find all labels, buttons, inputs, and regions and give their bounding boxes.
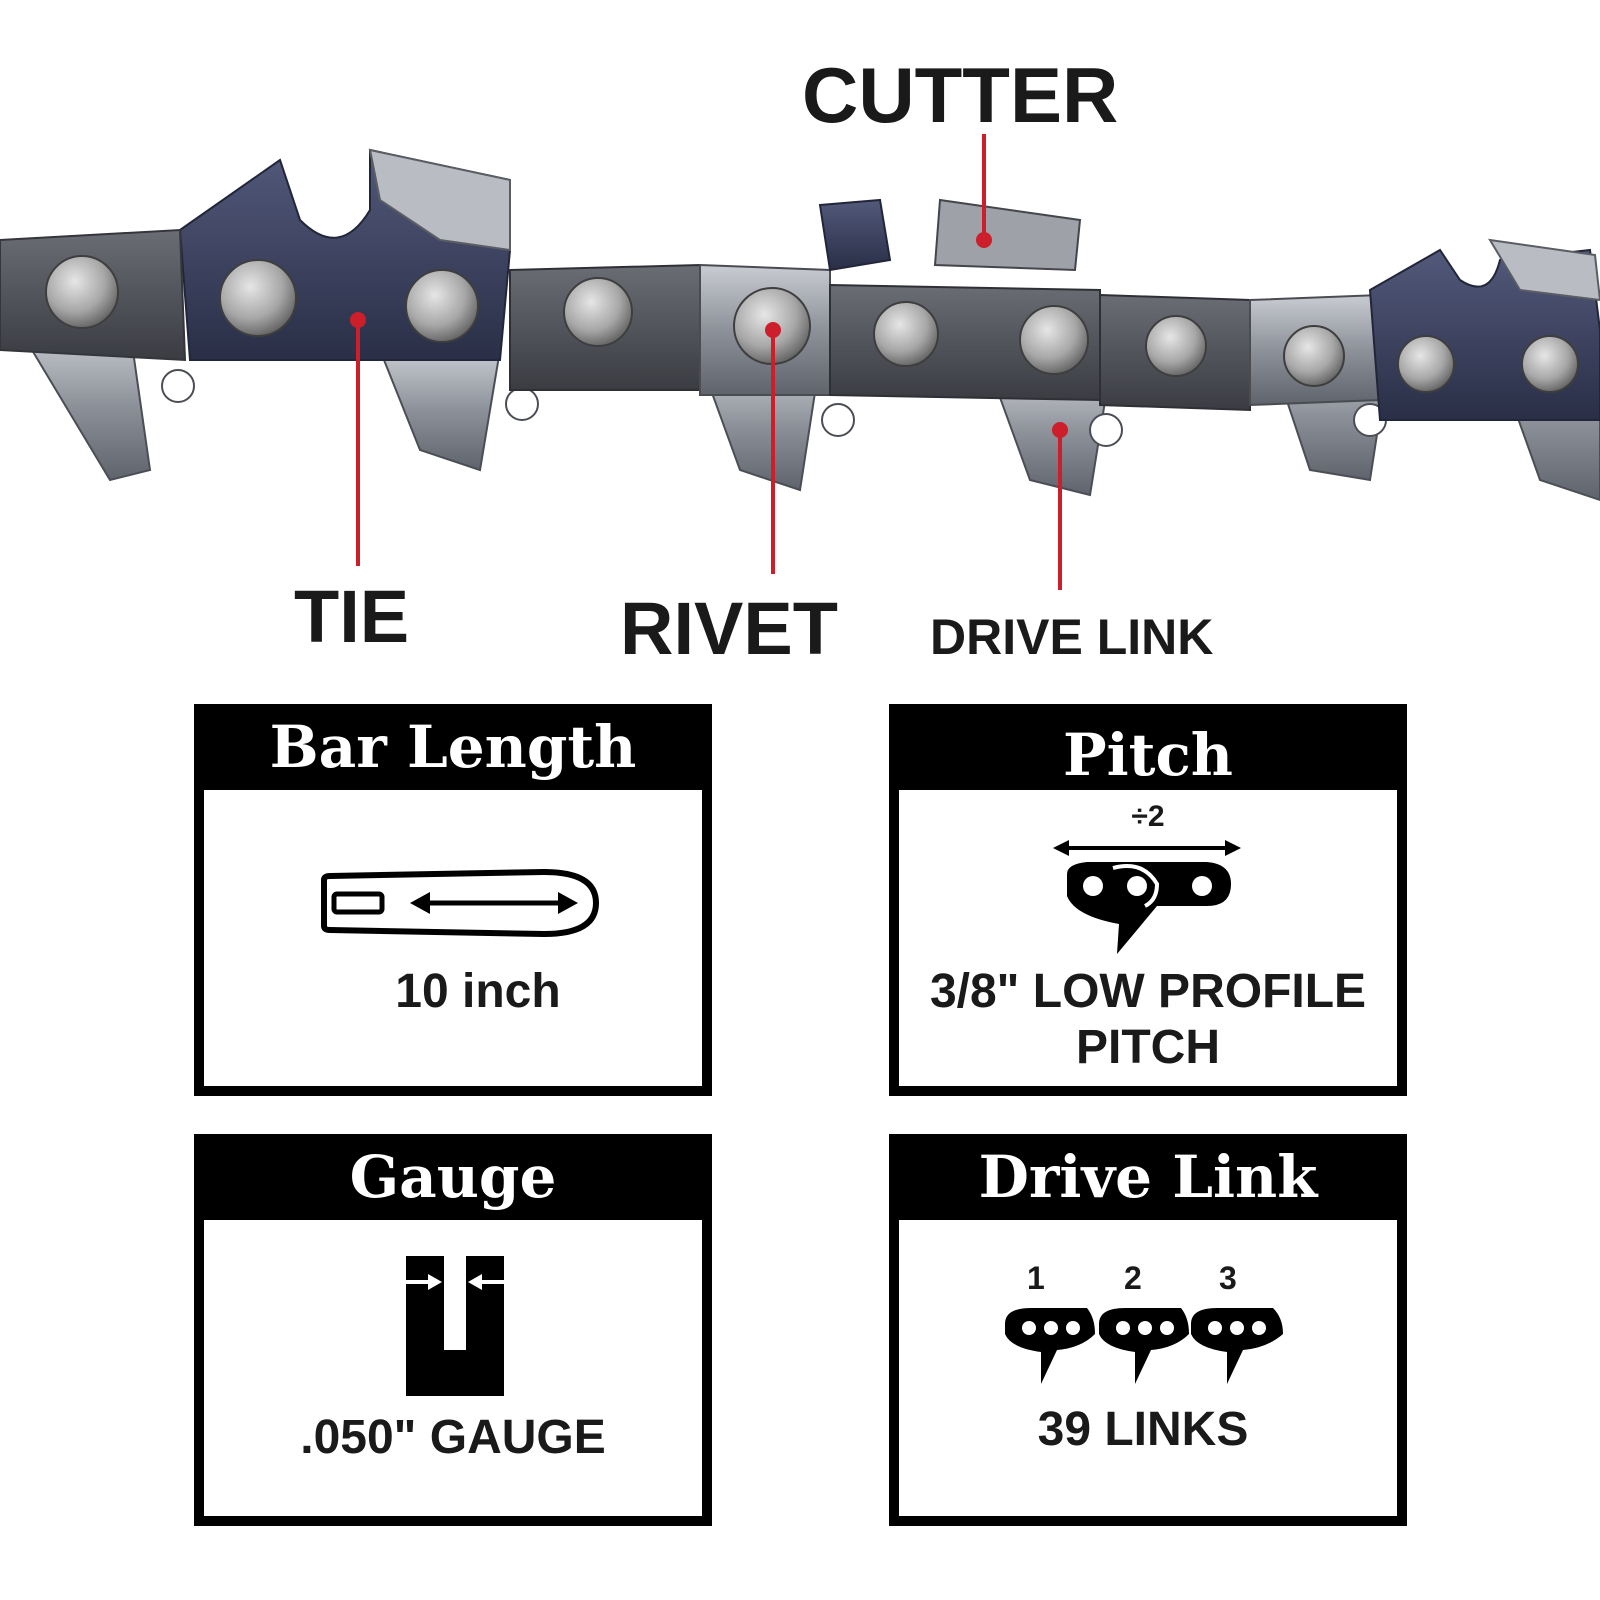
gauge-title: Gauge: [349, 1143, 557, 1211]
drive-link-body: 1 2 3 39 LINKS: [899, 1220, 1397, 1516]
tie-callout-line: [356, 320, 360, 566]
drive-link-value: 39 LINKS: [1037, 1403, 1249, 1456]
gauge-groove-icon: [402, 1256, 508, 1396]
pitch-divisor: ÷2: [1131, 800, 1165, 833]
drive-link-count-3: 3: [1219, 1260, 1237, 1296]
bar-length-title: Bar Length: [269, 713, 637, 781]
chain-illustration: [0, 148, 1600, 502]
drive-link-callout-dot: [1052, 422, 1068, 438]
guide-bar-icon: [321, 868, 600, 938]
pitch-title: Pitch: [1063, 721, 1233, 789]
bar-length-body: 10 inch: [204, 790, 702, 1086]
gauge-value: .050" GAUGE: [300, 1411, 606, 1464]
drive-link-count-2: 2: [1124, 1260, 1142, 1296]
cutter-label: CUTTER: [802, 51, 1119, 139]
drive-links-icon: [1005, 1308, 1283, 1384]
cutter-callout-dot: [976, 232, 992, 248]
rivet-callout-line: [771, 330, 775, 574]
bar-length-value: 10 inch: [395, 965, 561, 1018]
pitch-value-line1: 3/8" LOW PROFILE: [929, 965, 1367, 1018]
drive-link-title: Drive Link: [978, 1143, 1318, 1211]
drive-link-callout-line: [1058, 430, 1062, 590]
pitch-body: ÷2 3/8" LOW PROFILE PITCH: [899, 790, 1397, 1086]
tie-callout-dot: [350, 312, 366, 328]
gauge-body: .050" GAUGE: [204, 1220, 702, 1516]
tie-label: TIE: [294, 575, 410, 658]
pitch-value-line2: PITCH: [1076, 1021, 1220, 1074]
rivet-label: RIVET: [620, 587, 838, 670]
rivets: [45, 255, 1579, 393]
gauge-card: Gauge .050" GAUGE: [194, 1134, 712, 1526]
bar-length-card: Bar Length 10 inch: [194, 704, 712, 1096]
rivet-callout-dot: [765, 322, 781, 338]
drive-link-card: Drive Link 1 2 3 39 LINKS: [889, 1134, 1407, 1526]
cutter-callout-line: [982, 134, 986, 238]
drive-link-label: DRIVE LINK: [930, 609, 1214, 665]
pitch-chain-icon: [1053, 840, 1241, 954]
drive-link-count-1: 1: [1027, 1260, 1045, 1296]
pitch-card: Pitch ÷2 3/8" LOW PROFILE PITCH: [889, 704, 1407, 1096]
